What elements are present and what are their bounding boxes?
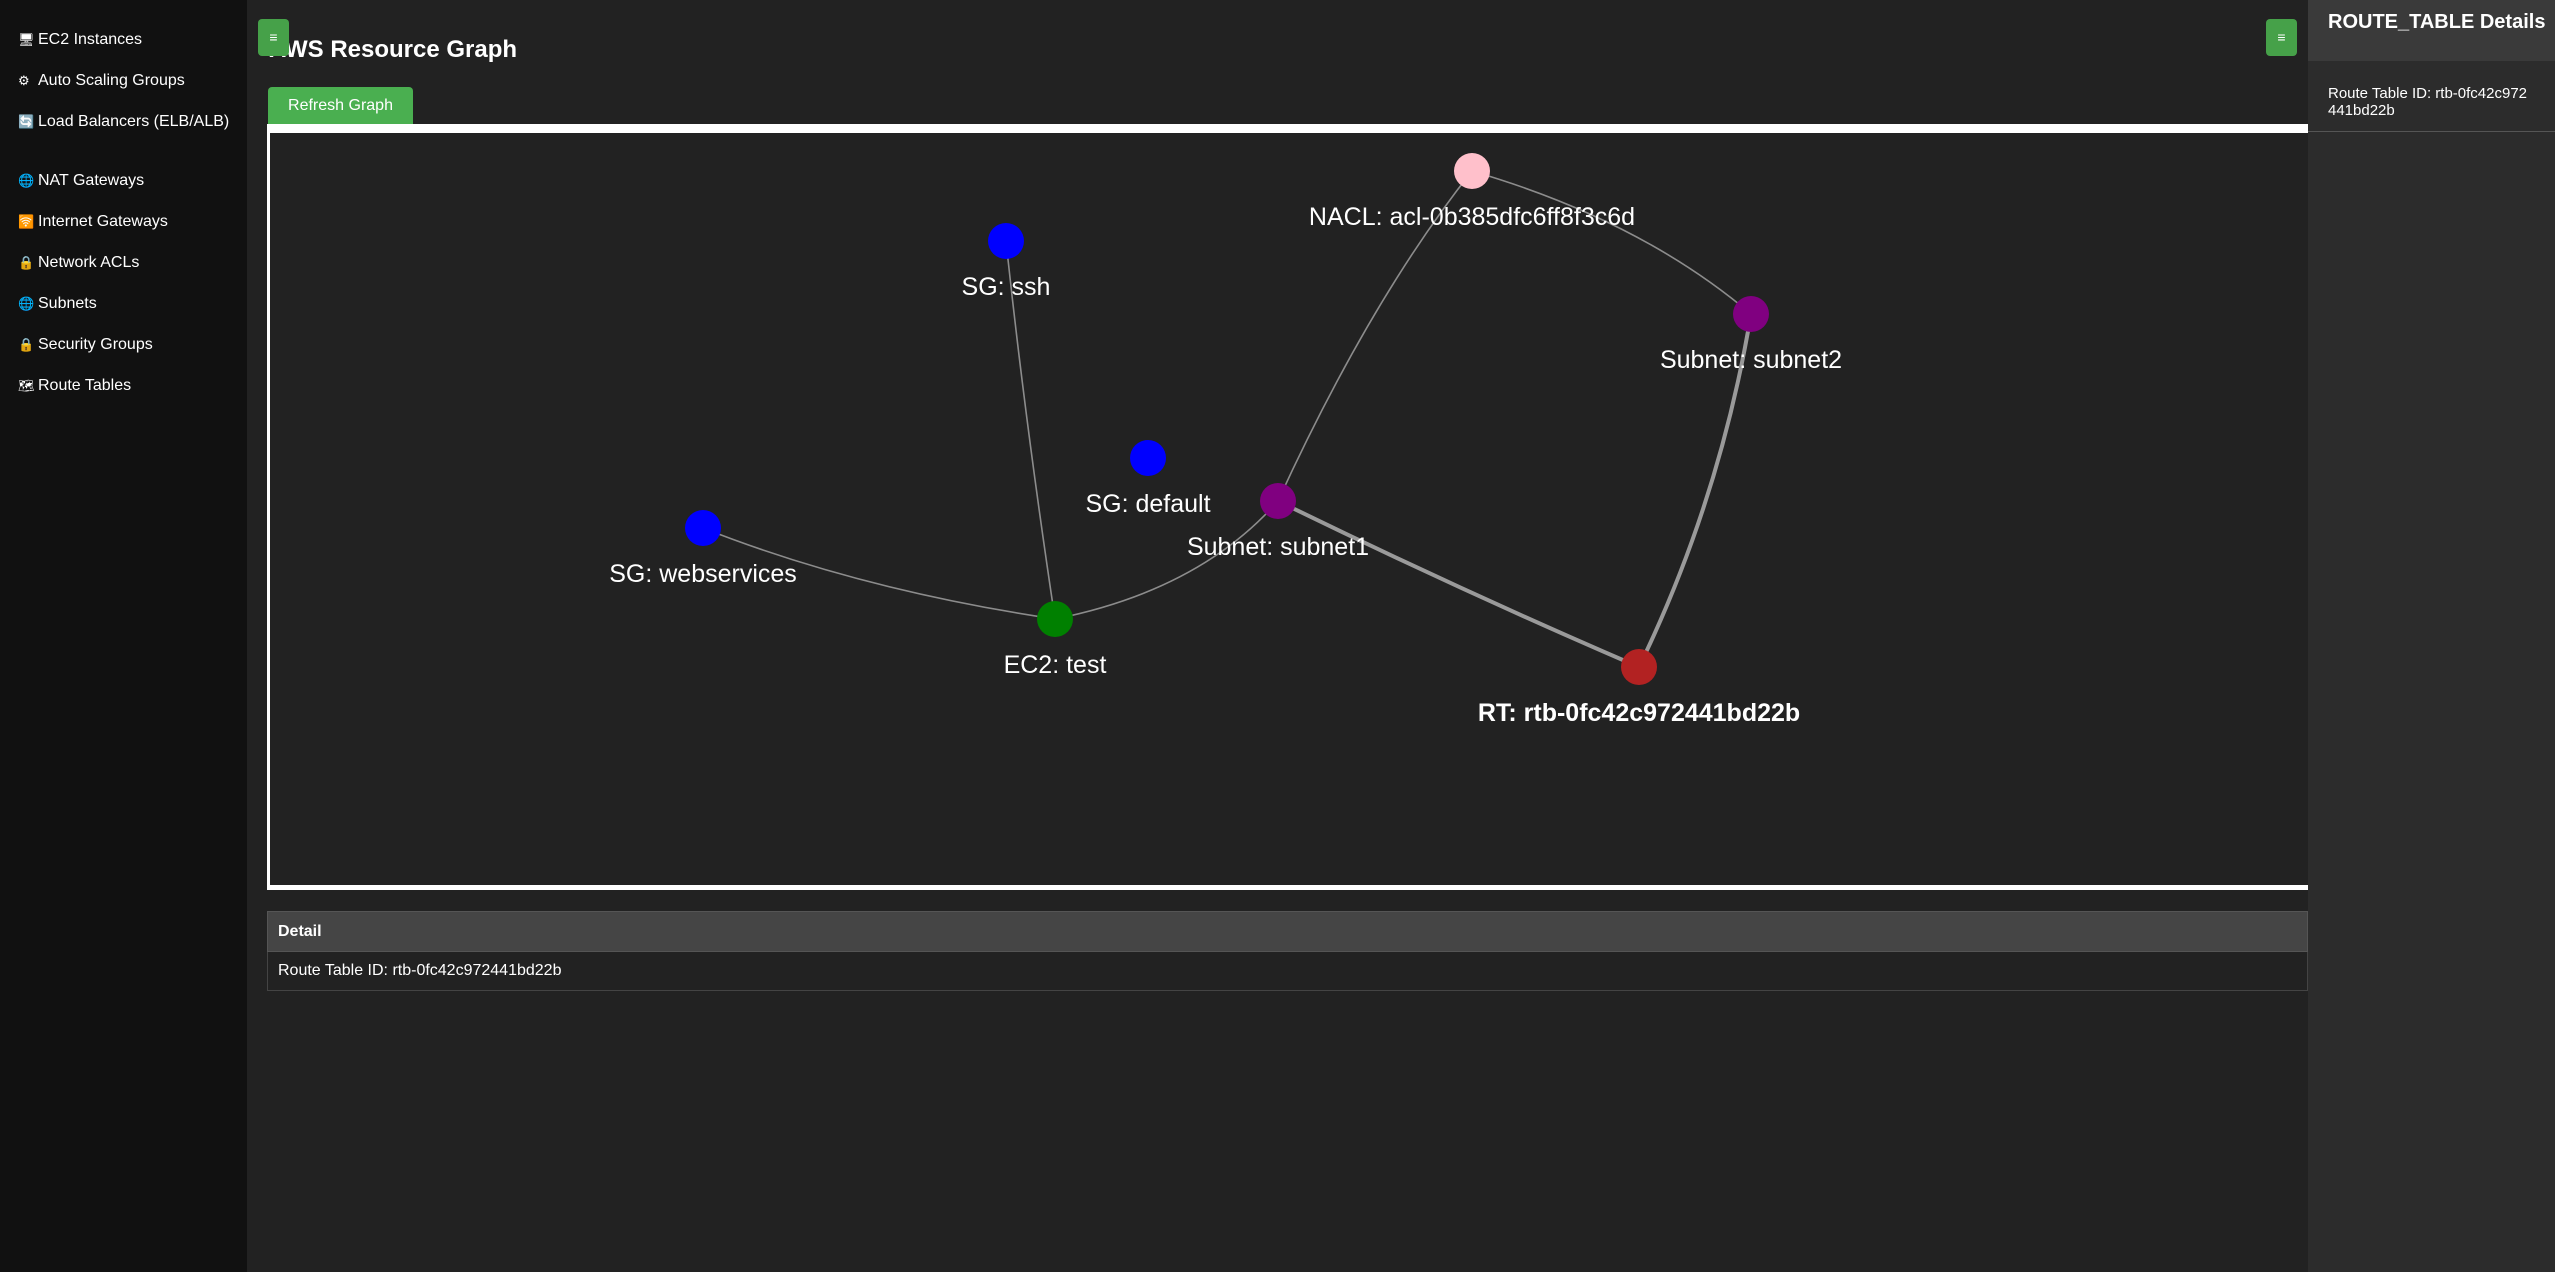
graph-edge — [1637, 313, 1753, 668]
graph-node-label: SG: default — [1085, 490, 1210, 518]
table-header-row: Detail — [267, 911, 2308, 952]
globe-icon: 🌐 — [18, 296, 35, 311]
graph-node-subnet2[interactable]: Subnet: subnet2 — [1660, 296, 1842, 374]
computer-icon: 🖥 — [18, 32, 35, 47]
details-toggle-button[interactable]: ≡ — [2266, 19, 2297, 56]
sidebar-item-auto-scaling-groups[interactable]: ⚙ Auto Scaling Groups — [18, 72, 233, 89]
graph-edges — [702, 170, 1753, 669]
graph-node-circle[interactable] — [1733, 296, 1769, 332]
graph-node-label: SG: ssh — [962, 273, 1051, 301]
graph-edge — [702, 527, 1056, 620]
graph-node-ec2-test[interactable]: EC2: test — [1004, 601, 1107, 679]
graph-edge — [1277, 499, 1640, 669]
sidebar-item-label: Auto Scaling Groups — [38, 72, 185, 89]
sidebar-item-route-tables[interactable]: 🗺Route Tables — [18, 377, 233, 394]
column-header-detail: Detail — [267, 911, 2308, 952]
load-balancer-icon: 🔄 — [18, 114, 35, 129]
lock-icon: 🔒 — [18, 255, 35, 270]
graph-node-sg-webservices[interactable]: SG: webservices — [609, 510, 797, 588]
graph-node-rt[interactable]: RT: rtb-0fc42c972441bd22b — [1478, 649, 1800, 727]
graph-edge — [1277, 170, 1473, 502]
globe-icon: 🌐 — [18, 173, 35, 188]
graph-node-circle[interactable] — [1260, 483, 1296, 519]
graph-node-label: Subnet: subnet2 — [1660, 346, 1842, 374]
details-panel-body: Route Table ID: rtb-0fc42c972441bd22b — [2308, 61, 2555, 132]
graph-node-label: RT: rtb-0fc42c972441bd22b — [1478, 699, 1800, 727]
graph-node-label: NACL: acl-0b385dfc6ff8f3c6d — [1309, 203, 1635, 231]
graph-edge — [1054, 500, 1279, 620]
sidebar-item-ec2-instances[interactable]: 🖥EC2 Instances — [18, 31, 233, 48]
details-panel-header: ROUTE_TABLE Details — [2308, 0, 2555, 61]
graph-node-label: SG: webservices — [609, 560, 797, 588]
hamburger-icon: ≡ — [2277, 29, 2286, 45]
sidebar-item-label: Network ACLs — [38, 254, 140, 271]
graph-node-nacl[interactable]: NACL: acl-0b385dfc6ff8f3c6d — [1309, 153, 1635, 231]
graph-node-label: EC2: test — [1004, 651, 1107, 679]
table-row[interactable]: Route Table ID: rtb-0fc42c972441bd22b — [267, 951, 2308, 991]
sidebar-item-label: Security Groups — [38, 336, 153, 353]
sidebar-item-label: Route Tables — [38, 377, 132, 394]
sidebar-item-nat-gateways[interactable]: 🌐NAT Gateways — [18, 172, 233, 189]
sidebar-item-label: Internet Gateways — [38, 213, 168, 230]
sidebar-item-internet-gateways[interactable]: 🛜Internet Gateways — [18, 213, 233, 230]
sidebar-item-load-balancers[interactable]: 🔄Load Balancers (ELB/ALB) — [18, 113, 233, 130]
sidebar-item-label: EC2 Instances — [38, 31, 143, 48]
graph-node-sg-default[interactable]: SG: default — [1085, 440, 1211, 518]
graph-node-circle[interactable] — [1621, 649, 1657, 685]
sidebar-item-network-acls[interactable]: 🔒Network ACLs — [18, 254, 233, 271]
details-panel: ROUTE_TABLE Details Route Table ID: rtb-… — [2308, 0, 2555, 1272]
graph-node-circle[interactable] — [1037, 601, 1073, 637]
graph-node-subnet1[interactable]: Subnet: subnet1 — [1187, 483, 1369, 561]
graph-node-sg-ssh[interactable]: SG: ssh — [962, 223, 1051, 301]
graph-node-circle[interactable] — [685, 510, 721, 546]
sidebar-item-label: NAT Gateways — [38, 172, 145, 189]
gear-icon: ⚙ — [18, 73, 30, 88]
table-cell-detail: Route Table ID: rtb-0fc42c972441bd22b — [267, 951, 2308, 991]
sidebar: 🖥EC2 Instances ⚙ Auto Scaling Groups 🔄Loa… — [0, 0, 247, 1272]
detail-table: Detail Route Table ID: rtb-0fc42c972441b… — [267, 911, 2308, 991]
graph-node-circle[interactable] — [1130, 440, 1166, 476]
refresh-graph-button[interactable]: Refresh Graph — [268, 87, 413, 124]
map-icon: 🗺 — [18, 378, 35, 393]
sidebar-item-subnets[interactable]: 🌐Subnets — [18, 295, 233, 312]
main-content: AWS Resource Graph ≡ ≡ Refresh Graph NAC… — [247, 0, 2308, 1272]
graph-edge — [1005, 240, 1056, 620]
sidebar-item-label: Subnets — [38, 295, 97, 312]
page-title: AWS Resource Graph — [269, 36, 518, 63]
graph-node-circle[interactable] — [988, 223, 1024, 259]
details-panel-title: ROUTE_TABLE Details — [2328, 11, 2546, 33]
sidebar-item-security-groups[interactable]: 🔒Security Groups — [18, 336, 233, 353]
sidebar-item-label: Load Balancers (ELB/ALB) — [38, 113, 230, 130]
wifi-icon: 🛜 — [18, 214, 35, 229]
graph-node-label: Subnet: subnet1 — [1187, 533, 1369, 561]
menu-toggle-button[interactable]: ≡ — [258, 19, 289, 56]
graph-edge — [1471, 170, 1752, 315]
hamburger-icon: ≡ — [269, 29, 278, 45]
graph-node-circle[interactable] — [1454, 153, 1490, 189]
lock-icon: 🔒 — [18, 337, 35, 352]
